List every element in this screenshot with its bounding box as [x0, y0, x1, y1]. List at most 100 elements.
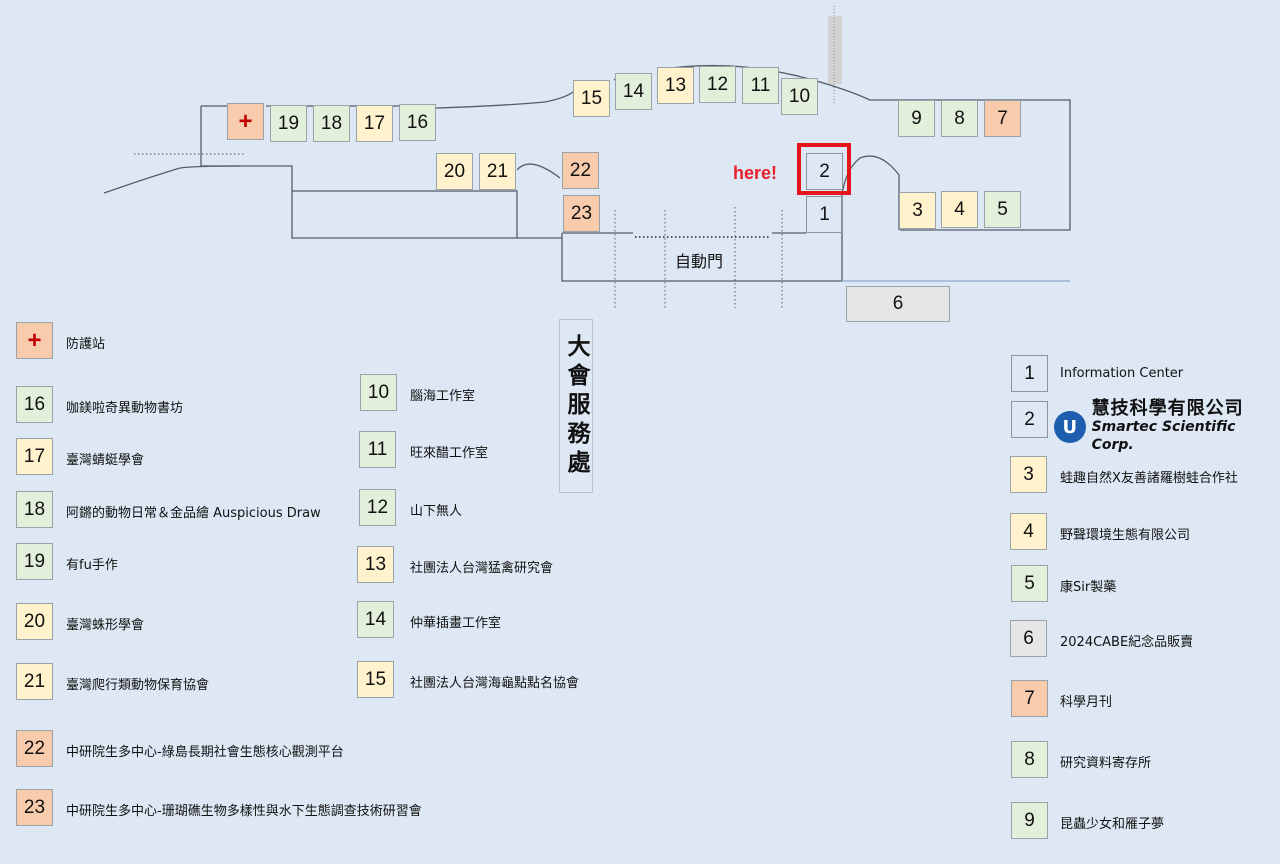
legend-name: 山下無人 — [410, 504, 463, 519]
legend-booth-7[interactable]: 7 — [1011, 680, 1048, 717]
legend-name: 社團法人台灣猛禽研究會 — [410, 561, 554, 576]
booth-number: 4 — [954, 198, 965, 220]
legend-booth-22[interactable]: 22 — [16, 730, 53, 767]
map-booth-21[interactable]: 21 — [479, 153, 516, 190]
legend-booth-4[interactable]: 4 — [1010, 513, 1047, 550]
service-desk[interactable]: 大會服務處 — [559, 319, 593, 493]
legend-name: 慧技科學有限公司 — [1091, 398, 1244, 419]
legend-booth-18[interactable]: 18 — [16, 491, 53, 528]
map-booth-13[interactable]: 13 — [657, 67, 694, 104]
legend-booth-10[interactable]: 10 — [360, 374, 397, 411]
legend-booth-2[interactable]: 2 — [1011, 401, 1048, 438]
booth-number: 12 — [366, 496, 389, 518]
booth-number: 1 — [819, 203, 830, 225]
legend-name: Information Center — [1060, 366, 1184, 381]
legend-booth-14[interactable]: 14 — [357, 601, 394, 638]
floor-plan-walls — [103, 6, 1071, 308]
map-booth-15[interactable]: 15 — [573, 80, 610, 117]
legend-booth-8[interactable]: 8 — [1011, 741, 1048, 778]
legend-name: 中研院生多中心-綠島長期社會生態核心觀測平台 — [66, 745, 344, 760]
booth-number: 9 — [1024, 809, 1035, 831]
legend-booth-6[interactable]: 6 — [1010, 620, 1047, 657]
legend-booth-19[interactable]: 19 — [16, 543, 53, 580]
automatic-door-label: 自動門 — [675, 252, 724, 271]
booth-number: 20 — [23, 610, 46, 632]
smartec-logo-icon: U — [1054, 411, 1086, 443]
booth-number: 14 — [364, 608, 387, 630]
booth-number: 11 — [750, 74, 771, 96]
booth-number: 17 — [363, 112, 386, 134]
booth-number: 5 — [997, 198, 1008, 220]
legend-name: 咖鎂啦奇異動物書坊 — [66, 401, 184, 416]
map-booth-18[interactable]: 18 — [313, 105, 350, 142]
here-label: here! — [733, 163, 778, 183]
map-booth-5[interactable]: 5 — [984, 191, 1021, 228]
legend-name: 仲華插畫工作室 — [410, 616, 502, 631]
legend-name: 康Sir製藥 — [1060, 580, 1117, 595]
legend-name-en: Smartec Scientific Corp. — [1091, 419, 1236, 453]
booth-number: 22 — [23, 737, 46, 759]
map-booth-22[interactable]: 22 — [562, 152, 599, 189]
legend-booth-20[interactable]: 20 — [16, 603, 53, 640]
map-booth-1[interactable]: 1 — [806, 196, 843, 233]
map-booth-19[interactable]: 19 — [270, 105, 307, 142]
map-booth-20[interactable]: 20 — [436, 153, 473, 190]
legend-booth-16[interactable]: 16 — [16, 386, 53, 423]
map-booth-17[interactable]: 17 — [356, 105, 393, 142]
booth-number: 17 — [23, 445, 46, 467]
map-booth-12[interactable]: 12 — [699, 66, 736, 103]
legend-booth-3[interactable]: 3 — [1010, 456, 1047, 493]
pillar — [828, 16, 842, 84]
map-booth-8[interactable]: 8 — [941, 100, 978, 137]
first-aid-plus-icon: + — [27, 326, 42, 354]
legend-name: 旺來醋工作室 — [410, 446, 489, 461]
booth-number: 9 — [911, 107, 922, 129]
map-booth-first-aid[interactable]: + — [227, 103, 264, 140]
map-booth-14[interactable]: 14 — [615, 73, 652, 110]
booth-number: 18 — [23, 498, 46, 520]
map-booth-3[interactable]: 3 — [899, 192, 936, 229]
booth-number: 6 — [892, 293, 904, 314]
map-booth-16[interactable]: 16 — [399, 104, 436, 141]
booth-number: 14 — [622, 80, 645, 102]
legend-name: 防護站 — [66, 337, 106, 352]
booth-number: 7 — [1024, 687, 1035, 709]
legend-name: 臺灣蜻蜓學會 — [66, 453, 145, 468]
map-booth-23[interactable]: 23 — [563, 195, 600, 232]
booth-number: 15 — [580, 87, 603, 109]
legend-booth-12[interactable]: 12 — [359, 489, 396, 526]
legend-name: 腦海工作室 — [410, 389, 476, 404]
booth-number: 3 — [912, 199, 923, 221]
legend-booth-13[interactable]: 13 — [357, 546, 394, 583]
booth-number: 13 — [364, 553, 387, 575]
legend-booth-23[interactable]: 23 — [16, 789, 53, 826]
legend-name: 阿鏘的動物日常＆金品繪 Auspicious Draw — [66, 506, 321, 521]
booth-number: 22 — [569, 159, 592, 181]
legend-booth-17[interactable]: 17 — [16, 438, 53, 475]
legend-booth-21[interactable]: 21 — [16, 663, 53, 700]
map-booth-7[interactable]: 7 — [984, 100, 1021, 137]
legend-booth-11[interactable]: 11 — [359, 431, 396, 468]
booth-number: 2 — [1024, 408, 1035, 430]
booth-number: 20 — [443, 160, 466, 182]
map-booth-4[interactable]: 4 — [941, 191, 978, 228]
legend-name: 科學月刊 — [1060, 695, 1113, 710]
booth-number: 15 — [364, 668, 387, 690]
service-desk-label: 大會服務處 — [563, 333, 589, 479]
legend-booth-5[interactable]: 5 — [1011, 565, 1048, 602]
legend-booth-15[interactable]: 15 — [357, 661, 394, 698]
booth-number: 3 — [1023, 463, 1034, 485]
legend-booth-9[interactable]: 9 — [1011, 802, 1048, 839]
map-booth-11[interactable]: 11 — [742, 67, 779, 104]
map-booth-9[interactable]: 9 — [898, 100, 935, 137]
legend-name: 昆蟲少女和雁子夢 — [1060, 817, 1165, 832]
map-booth-2[interactable]: 2 — [806, 153, 843, 190]
legend-booth-1[interactable]: 1 — [1011, 355, 1048, 392]
map-booth-10[interactable]: 10 — [781, 78, 818, 115]
legend-name: 蛙趣自然X友善諸羅樹蛙合作社 — [1060, 471, 1238, 486]
booth-number: 19 — [23, 550, 46, 572]
legend-name: 臺灣蛛形學會 — [66, 618, 145, 633]
legend-name: 研究資料寄存所 — [1060, 756, 1152, 771]
legend-booth-first-aid[interactable]: + — [16, 322, 53, 359]
map-booth-6[interactable]: 6 — [846, 286, 950, 322]
